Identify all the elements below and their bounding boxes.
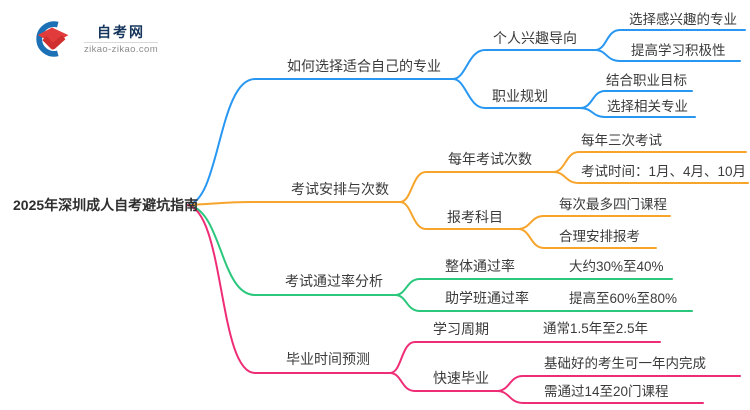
- edge-branch4-child2-leaf2: [496, 390, 704, 404]
- node-registered-subjects[interactable]: 报考科目: [447, 209, 503, 225]
- edge-branch1-child2: [452, 78, 581, 109]
- leaf-choose-related-major[interactable]: 选择相关专业: [607, 99, 688, 114]
- leaf-three-exams-yearly[interactable]: 每年三次考试: [581, 133, 662, 148]
- leaf-finish-in-one-year[interactable]: 基础好的考生可一年内完成: [544, 356, 706, 371]
- edge-branch1-child1: [452, 49, 596, 80]
- edge-root-branch4: [186, 204, 391, 374]
- logo-domain: zikao-zikao.com: [83, 43, 159, 55]
- leaf-combine-career-goals[interactable]: 结合职业目标: [606, 73, 687, 88]
- branch-graduation-time[interactable]: 毕业时间预测: [286, 351, 370, 367]
- leaf-60-80-percent[interactable]: 提高至60%至80%: [569, 291, 678, 306]
- edge-branch1-child1-leaf2: [594, 49, 741, 62]
- edge-branch3-child1: [394, 278, 673, 296]
- node-class-pass-rate[interactable]: 助学班通过率: [445, 290, 529, 306]
- graduation-cap-icon: [30, 19, 76, 59]
- edge-branch1-child2-leaf2: [579, 107, 696, 118]
- edge-branch2-child2: [399, 201, 519, 230]
- edge-branch1-child1-leaf1: [594, 29, 746, 51]
- edge-branch2-child1-leaf1: [552, 151, 747, 173]
- edge-root-branch3: [186, 204, 396, 296]
- leaf-30-40-percent[interactable]: 大约30%至40%: [569, 259, 664, 274]
- leaf-choose-interesting-major[interactable]: 选择感兴趣的专业: [629, 12, 737, 27]
- site-logo: 自考网 zikao-zikao.com: [30, 19, 159, 59]
- edge-branch2-child1-leaf2: [552, 171, 749, 184]
- node-fast-graduation[interactable]: 快速毕业: [433, 370, 489, 386]
- leaf-improve-motivation[interactable]: 提高学习积极性: [631, 43, 726, 58]
- leaf-max-four-courses[interactable]: 每次最多四门课程: [559, 197, 667, 212]
- logo-title: 自考网: [97, 23, 145, 40]
- logo-divider: [84, 41, 158, 43]
- node-exams-per-year[interactable]: 每年考试次数: [448, 151, 532, 167]
- edge-branch2-child1: [399, 171, 554, 203]
- branch-pass-rate[interactable]: 考试通过率分析: [285, 273, 383, 289]
- edge-branch4-child1: [389, 341, 661, 374]
- leaf-1-5-to-2-5-years[interactable]: 通常1.5年至2.5年: [543, 321, 649, 336]
- edge-root-branch2: [186, 201, 401, 206]
- edge-branch2-child2-leaf2: [517, 228, 657, 249]
- leaf-plan-registration[interactable]: 合理安排报考: [559, 229, 640, 244]
- root-topic[interactable]: 2025年深圳成人自考避坑指南: [13, 197, 199, 213]
- edge-branch4-child2: [389, 372, 498, 392]
- node-study-cycle[interactable]: 学习周期: [433, 321, 489, 337]
- leaf-14-to-20-courses[interactable]: 需通过14至20门课程: [544, 384, 669, 399]
- edge-root-branch1: [186, 78, 454, 206]
- node-overall-pass-rate[interactable]: 整体通过率: [445, 258, 515, 274]
- node-personal-interest[interactable]: 个人兴趣导向: [493, 30, 577, 46]
- node-career-planning[interactable]: 职业规划: [492, 88, 548, 104]
- branch-exam-schedule[interactable]: 考试安排与次数: [291, 181, 389, 197]
- leaf-exam-months[interactable]: 考试时间：1月、4月、10月: [581, 164, 747, 179]
- branch-major-choice[interactable]: 如何选择适合自己的专业: [287, 58, 441, 74]
- edge-branch3-child2: [394, 294, 693, 312]
